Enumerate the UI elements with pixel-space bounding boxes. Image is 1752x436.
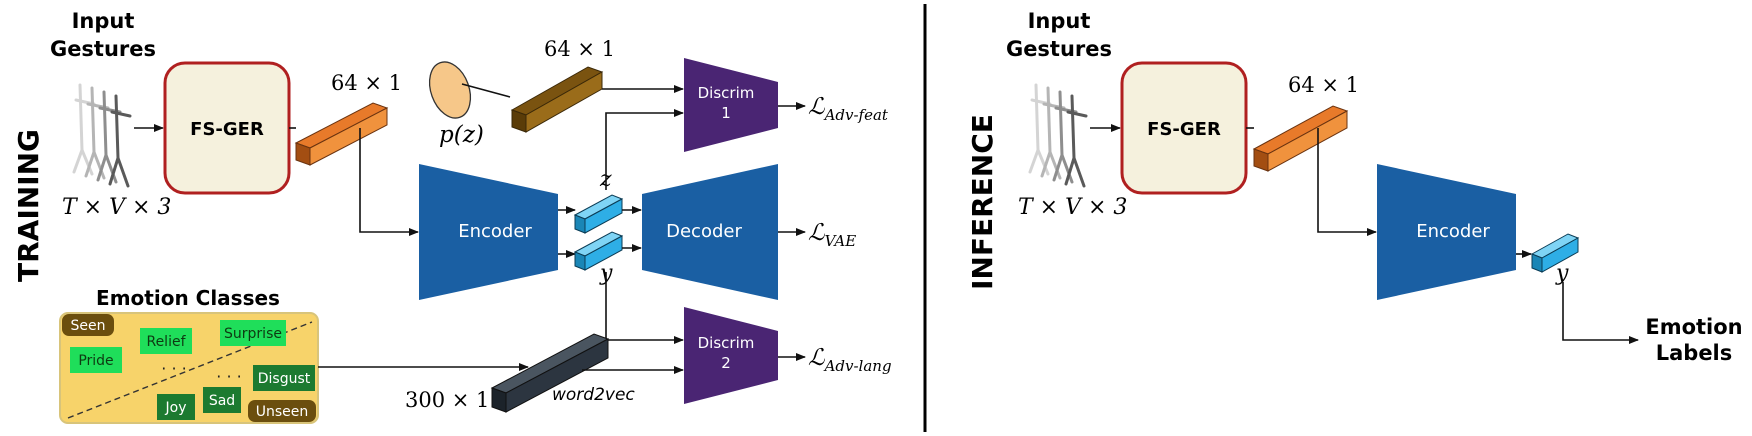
prior-dim-label: 64 × 1 bbox=[544, 37, 615, 61]
unseen-class-box bbox=[253, 365, 315, 391]
prior-sample-bar bbox=[510, 66, 604, 133]
prior-label: p(z) bbox=[439, 122, 484, 148]
emotion-classes-title: Emotion Classes bbox=[96, 286, 280, 310]
seen-class-box bbox=[140, 328, 192, 354]
arrow-prior-to-sample bbox=[461, 83, 511, 98]
feature-vector-bar bbox=[294, 102, 389, 166]
seen-ellipsis: · · · bbox=[161, 359, 186, 378]
discrim2-label-line2: 2 bbox=[721, 354, 731, 372]
inference-encoder-block bbox=[1377, 164, 1516, 300]
emotion-classes-panel: Seen Relief Surprise Pride · · · · · · D… bbox=[59, 312, 319, 424]
discrim2-block bbox=[684, 307, 778, 404]
unseen-ellipsis: · · · bbox=[216, 367, 241, 386]
inference-input-dims-label: T × V × 3 bbox=[1018, 195, 1127, 220]
unseen-class-label: Sad bbox=[209, 393, 235, 409]
inference-encoder-label: Encoder bbox=[1416, 221, 1490, 242]
discrim2-label-line1: Discrim bbox=[698, 334, 755, 352]
y-latent-bar bbox=[573, 231, 624, 271]
seen-badge-label: Seen bbox=[71, 318, 106, 334]
arrow-z-to-discrim1 bbox=[605, 109, 684, 190]
word2vec-dim-label: 300 × 1 bbox=[405, 388, 489, 412]
inference-input-title-line2: Gestures bbox=[1006, 37, 1112, 61]
loss-adv-lang-label: ℒAdv-lang bbox=[808, 345, 892, 375]
inference-section-label: INFERENCE bbox=[966, 114, 999, 290]
emotion-labels-output-line2: Labels bbox=[1656, 341, 1733, 365]
arrow-y-to-discrim2 bbox=[605, 272, 684, 344]
seen-class-label: Relief bbox=[146, 334, 186, 350]
unseen-class-label: Joy bbox=[165, 400, 187, 416]
training-section: TRAINING Input Gestures T × V × 3 bbox=[12, 9, 892, 424]
inference-y-latent-bar bbox=[1530, 233, 1580, 273]
discrim1-label-line2: 1 bbox=[721, 104, 731, 122]
unseen-class-box bbox=[203, 387, 241, 413]
word2vec-label: word2vec bbox=[552, 385, 635, 405]
input-dims-label: T × V × 3 bbox=[62, 195, 171, 220]
inference-y-label: y bbox=[1555, 261, 1569, 286]
arrow-feature-to-encoder bbox=[359, 128, 419, 236]
feature-dim-label: 64 × 1 bbox=[331, 71, 402, 95]
discrim1-block bbox=[684, 58, 778, 152]
unseen-class-label: Disgust bbox=[258, 371, 311, 387]
z-latent-bar bbox=[573, 194, 624, 234]
seen-class-box bbox=[220, 320, 286, 346]
decoder-block bbox=[642, 164, 778, 300]
word2vec-bar bbox=[490, 333, 610, 413]
arrow-y-to-emotion-labels bbox=[1562, 282, 1639, 344]
input-gestures-title-line1: Input bbox=[72, 9, 135, 33]
inference-fsger-label: FS-GER bbox=[1147, 119, 1221, 140]
input-gestures-title-line2: Gestures bbox=[50, 37, 156, 61]
discrim1-label-line1: Discrim bbox=[698, 84, 755, 102]
arrow-inference-feature-to-encoder bbox=[1317, 128, 1377, 236]
unseen-class-box bbox=[157, 394, 195, 420]
unseen-badge-label: Unseen bbox=[256, 404, 309, 420]
fsger-label: FS-GER bbox=[190, 119, 264, 140]
loss-vae-label: ℒVAE bbox=[808, 220, 856, 250]
inference-feature-dim-label: 64 × 1 bbox=[1288, 73, 1359, 97]
training-section-label: TRAINING bbox=[12, 129, 45, 282]
seen-unseen-divider bbox=[67, 321, 313, 419]
prior-ellipse bbox=[428, 61, 472, 119]
gesture-skeleton-icon bbox=[72, 83, 132, 188]
gesture-skeleton-icon bbox=[1028, 83, 1088, 188]
loss-adv-feat-label: ℒAdv-feat bbox=[808, 94, 889, 124]
seen-class-box bbox=[70, 347, 122, 373]
inference-section: INFERENCE Input Gestures T × V × 3 bbox=[966, 9, 1743, 365]
seen-class-label: Surprise bbox=[224, 326, 282, 342]
encoder-label: Encoder bbox=[458, 221, 532, 242]
inference-feature-vector-bar bbox=[1252, 105, 1349, 172]
seen-class-label: Pride bbox=[78, 353, 113, 369]
inference-input-title-line1: Input bbox=[1028, 9, 1091, 33]
decoder-label: Decoder bbox=[666, 221, 742, 242]
seen-badge bbox=[62, 314, 114, 336]
encoder-block bbox=[419, 164, 558, 300]
emotion-labels-output-line1: Emotion bbox=[1645, 315, 1742, 339]
unseen-badge bbox=[248, 400, 316, 422]
